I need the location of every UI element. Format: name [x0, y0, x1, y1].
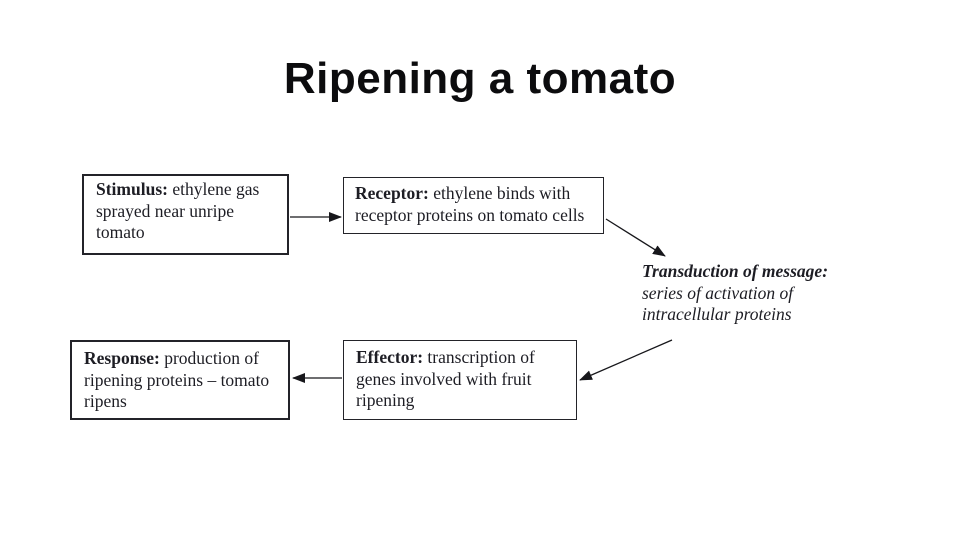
stimulus-label: Stimulus:	[96, 179, 168, 199]
effector-text: transcription of genes involved with fru…	[356, 347, 535, 410]
effector-label: Effector:	[356, 347, 424, 367]
arrow-transduction-to-effector	[579, 339, 673, 381]
receptor-text: ethylene binds with receptor proteins on…	[355, 183, 585, 225]
effector-box: Effector: transcription of genes involve…	[343, 340, 577, 420]
stimulus-text: ethylene gas sprayed near unripe tomato	[96, 179, 260, 242]
stimulus-box: Stimulus: ethylene gas sprayed near unri…	[82, 174, 289, 255]
slide-title: Ripening a tomato	[283, 54, 677, 103]
transduction-text: series of activation of intracellular pr…	[642, 282, 794, 325]
response-label: Response:	[84, 348, 160, 368]
arrow-receptor-to-transduction	[605, 218, 666, 257]
transduction-note: Transduction of message: series of activ…	[642, 261, 857, 326]
transduction-heading: Transduction of message:	[642, 261, 829, 281]
receptor-box: Receptor: ethylene binds with receptor p…	[343, 177, 604, 234]
response-box: Response: production of ripening protein…	[70, 340, 290, 420]
response-text: production of ripening proteins – tomato…	[84, 348, 270, 411]
receptor-label: Receptor:	[355, 183, 429, 203]
